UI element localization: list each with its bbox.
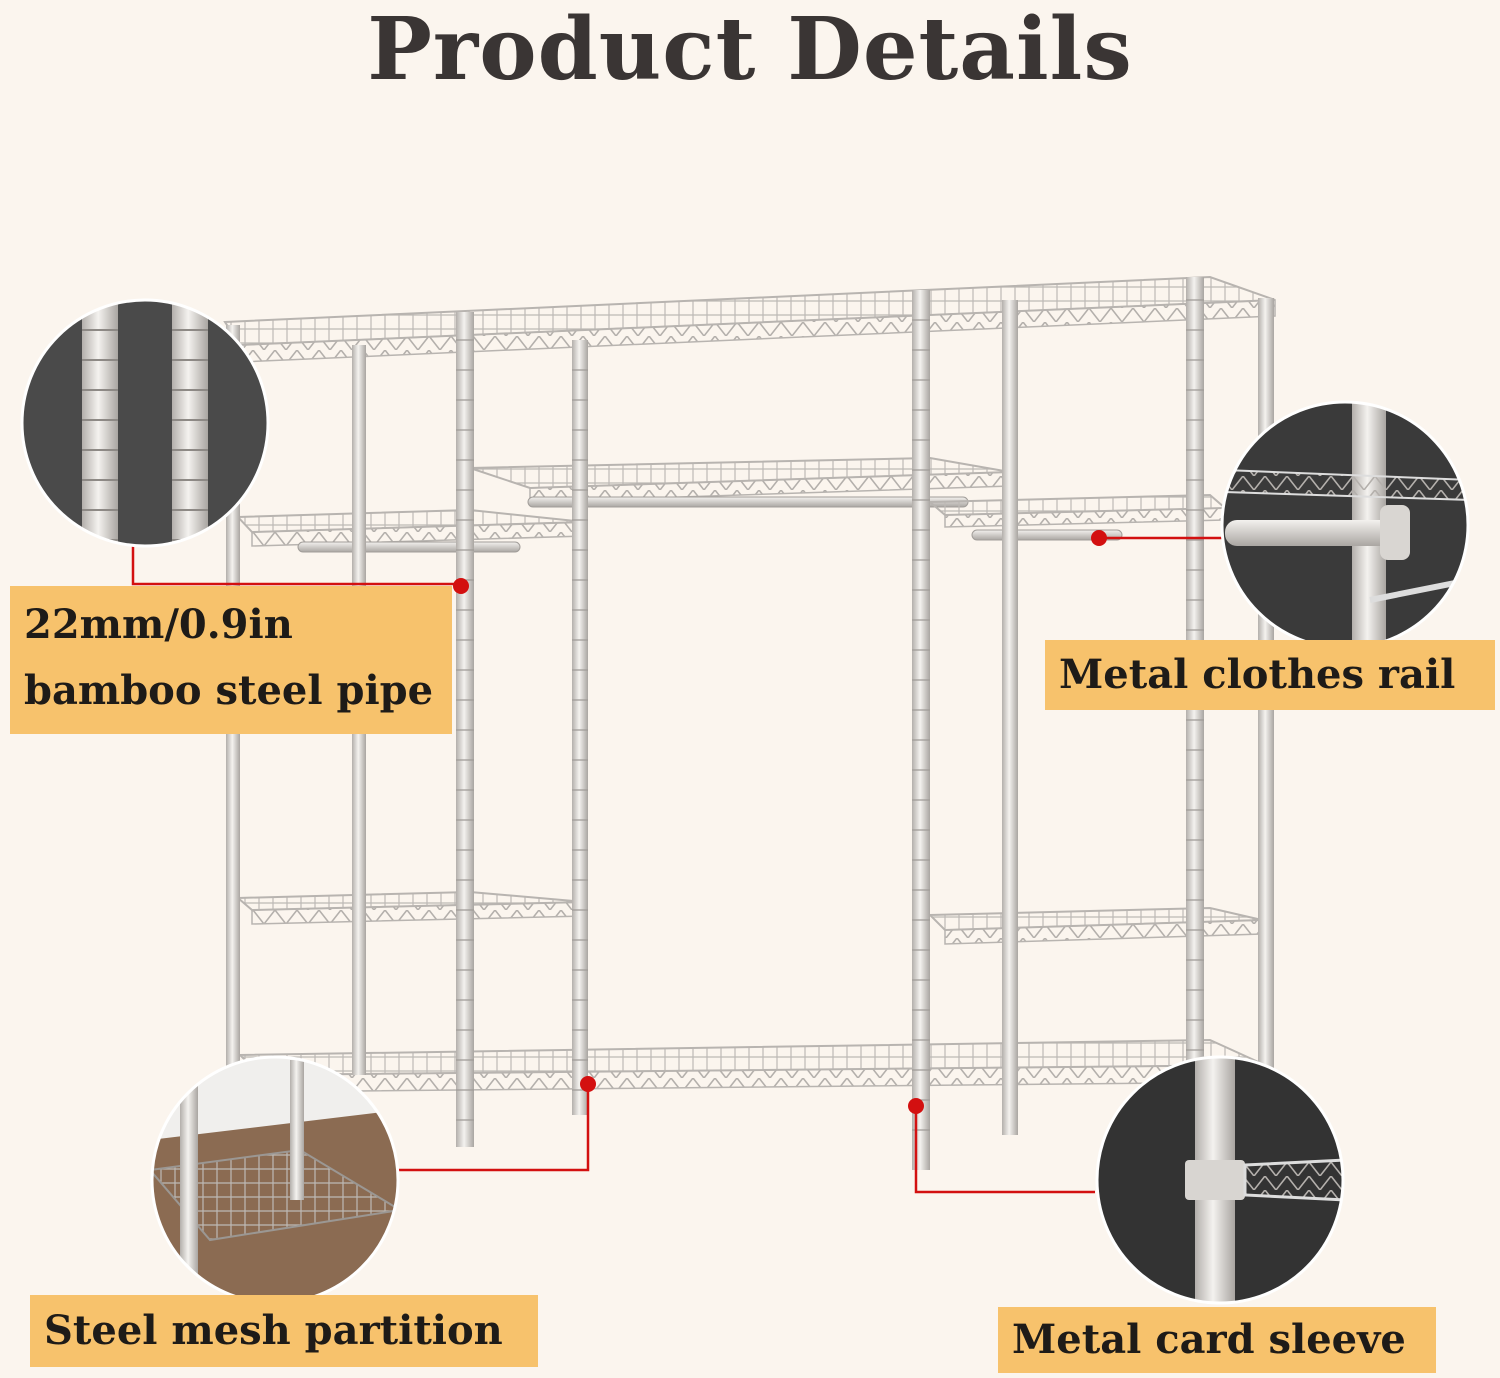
right-mid-shelf [927,493,1228,541]
pipe-label-line1: 22mm/0.9in [24,601,293,648]
rack-poles [226,277,1274,1170]
sleeve-label: Metal card sleeve [998,1307,1436,1373]
left-mid-shelf [235,508,586,553]
pipe-label: 22mm/0.9in bamboo steel pipe [10,586,452,734]
mesh-label-text: Steel mesh partition [44,1307,503,1354]
mesh-label: Steel mesh partition [30,1295,538,1367]
rail-label-text: Metal clothes rail [1059,651,1456,698]
leader-lines [131,536,1222,1194]
pipe-detail-circle [20,298,270,548]
page-title: Product Details [367,0,1133,100]
rail-label: Metal clothes rail [1045,640,1495,710]
callout-dots [453,530,1107,1114]
bottom-shelf [237,1038,1266,1093]
right-lower-shelf [927,906,1263,945]
pipe-label-line2: bamboo steel pipe [24,667,434,714]
left-lower-shelf [235,890,586,925]
sleeve-detail-circle [1095,1055,1345,1305]
sleeve-label-text: Metal card sleeve [1012,1316,1406,1363]
mesh-detail-circle [150,1055,400,1305]
rail-detail-circle [1220,400,1470,650]
top-shelf [223,275,1276,363]
